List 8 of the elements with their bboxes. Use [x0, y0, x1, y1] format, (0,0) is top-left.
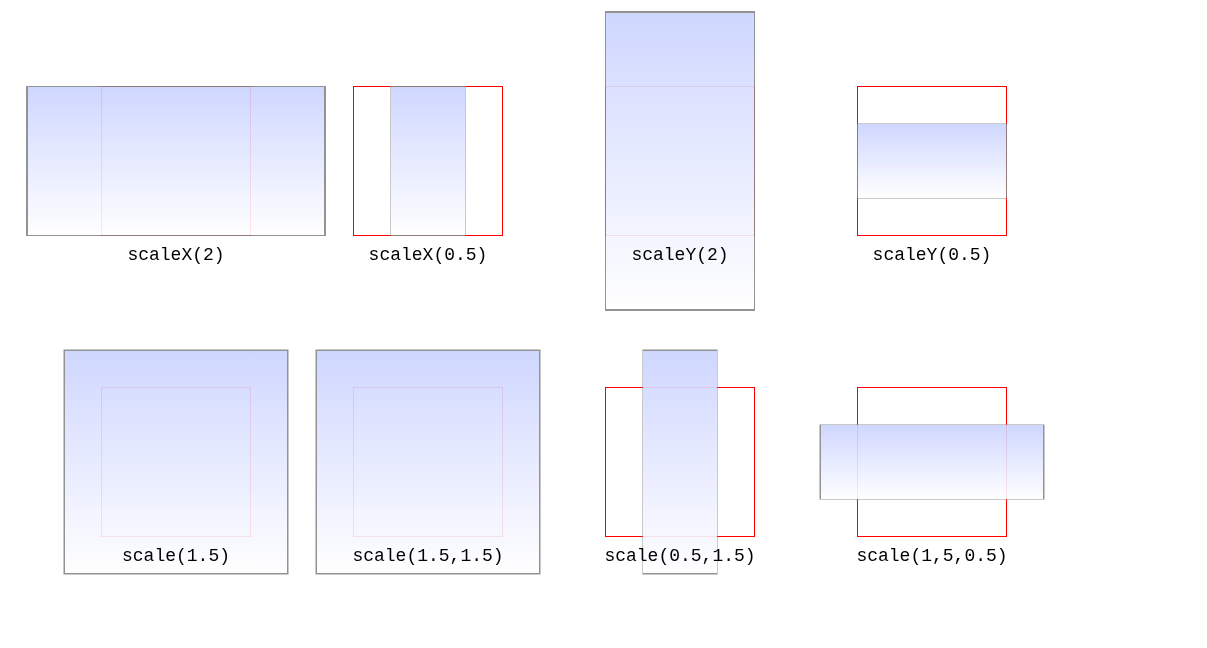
- transform-label: scaleY(0.5): [872, 244, 992, 266]
- transform-label: scale(1,5,0.5): [856, 545, 1008, 567]
- transform-label: scale(1.5): [122, 545, 230, 567]
- transform-label: scaleY(2): [631, 244, 729, 266]
- transform-label: scale(0.5,1.5): [604, 545, 756, 567]
- transform-label: scaleX(2): [127, 244, 225, 266]
- transform-label: scaleX(0.5): [368, 244, 488, 266]
- transform-label: scale(1.5,1.5): [352, 545, 504, 567]
